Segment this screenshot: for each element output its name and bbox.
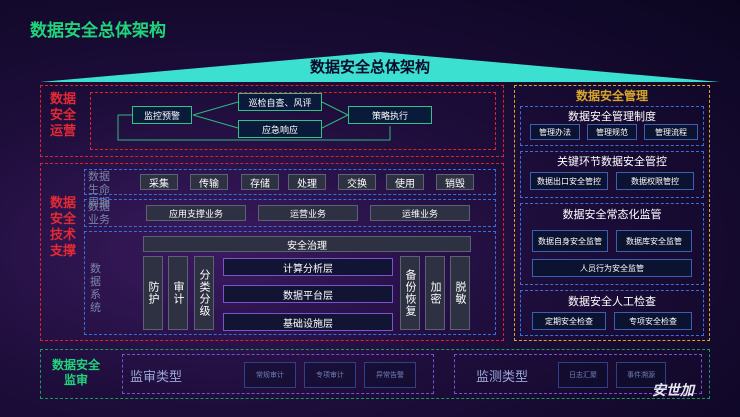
ops-frame [40,85,504,157]
mgmt-system-item: 管理流程 [644,124,698,140]
business-row [84,199,496,227]
mgmt-monitor-title: 数据安全常态化监管 [562,208,662,221]
audit-type-box [122,354,434,394]
vertical-box-desensitize: 脱敏 [450,256,470,330]
mgmt-control-box [520,151,704,198]
monitor-type-item: 事件溯源 [616,362,666,388]
lifecycle-item: 处理 [288,174,326,190]
tech-label-text: 数据安全技术支撑 [50,196,77,259]
monitor-type-box [454,354,702,394]
ops-node-respond: 应急响应 [238,120,322,138]
mgmt-check-item: 专项安全检查 [614,312,692,330]
mgmt-system-title: 数据安全管理制度 [568,110,656,123]
governance-bar: 安全治理 [143,236,471,252]
mgmt-control-title: 关键环节数据安全管控 [557,155,667,168]
mgmt-system-box [520,106,704,146]
mgmt-control-item: 数据权限管控 [616,172,694,190]
tech-label: 数据安全技术支撑 [46,196,80,260]
lifecycle-item: 交换 [338,174,376,190]
lifecycle-item: 销毁 [436,174,474,190]
mgmt-check-title: 数据安全人工检查 [568,295,656,308]
lifecycle-row [84,169,496,195]
audit-type-item: 常规审计 [244,362,296,388]
mgmt-monitor-box [520,203,704,285]
mgmt-system-item: 管理规范 [587,124,637,140]
layer-compute: 计算分析层 [223,258,393,276]
vertical-box-backup: 备份恢复 [400,256,420,330]
ops-label-text: 数据安全运营 [50,92,77,139]
lifecycle-item: 传输 [190,174,228,190]
vertical-box-encrypt: 加密 [425,256,445,330]
lifecycle-item: 使用 [386,174,424,190]
monitor-type-label: 监测类型 [476,370,529,385]
tech-frame [40,163,504,341]
watermark-logo: 安世加 [652,383,694,399]
system-area [84,231,496,335]
vertical-box-audit: 审计 [168,256,188,330]
audit-frame [40,349,710,399]
ops-label: 数据安全运营 [46,92,80,140]
mgmt-system-item: 管理办法 [530,124,580,140]
business-label: 数据业务 [88,200,110,226]
ops-node-execute: 策略执行 [348,106,432,124]
roof-title: 数据安全总体架构 [309,58,430,76]
ops-node-inspect: 巡检自查、风评 [238,93,322,111]
lifecycle-item: 存储 [241,174,279,190]
monitor-type-item: 日志汇聚 [558,362,608,388]
mgmt-check-item: 定期安全检查 [532,312,606,330]
system-label: 数据系统 [90,262,101,314]
business-item: 运维业务 [370,205,470,221]
roof-banner [40,52,720,82]
business-item: 应用支撑业务 [146,205,246,221]
ops-inner-frame [90,92,496,150]
audit-type-item: 异常告警 [364,362,416,388]
mgmt-control-item: 数据出口安全管控 [530,172,608,190]
lifecycle-item: 采集 [140,174,178,190]
audit-type-label: 监审类型 [130,370,183,385]
layer-infrastructure: 基础设施层 [223,313,393,331]
mgmt-monitor-item: 数据自身安全监管 [532,230,608,252]
layer-platform: 数据平台层 [223,285,393,303]
audit-label: 数据安全监审 [51,358,100,387]
mgmt-monitor-item: 人员行为安全监管 [532,259,692,277]
mgmt-frame [514,85,710,341]
vertical-box-classify: 分类分级 [194,256,214,330]
page-title: 数据安全总体架构 [30,21,166,41]
audit-type-item: 专项审计 [304,362,356,388]
mgmt-monitor-item: 数据库安全监管 [616,230,692,252]
mgmt-title: 数据安全管理 [575,89,648,103]
ops-node-monitor: 监控预警 [132,106,192,124]
vertical-box-protect: 防护 [143,256,163,330]
mgmt-check-box [520,290,704,336]
business-item: 运营业务 [258,205,358,221]
